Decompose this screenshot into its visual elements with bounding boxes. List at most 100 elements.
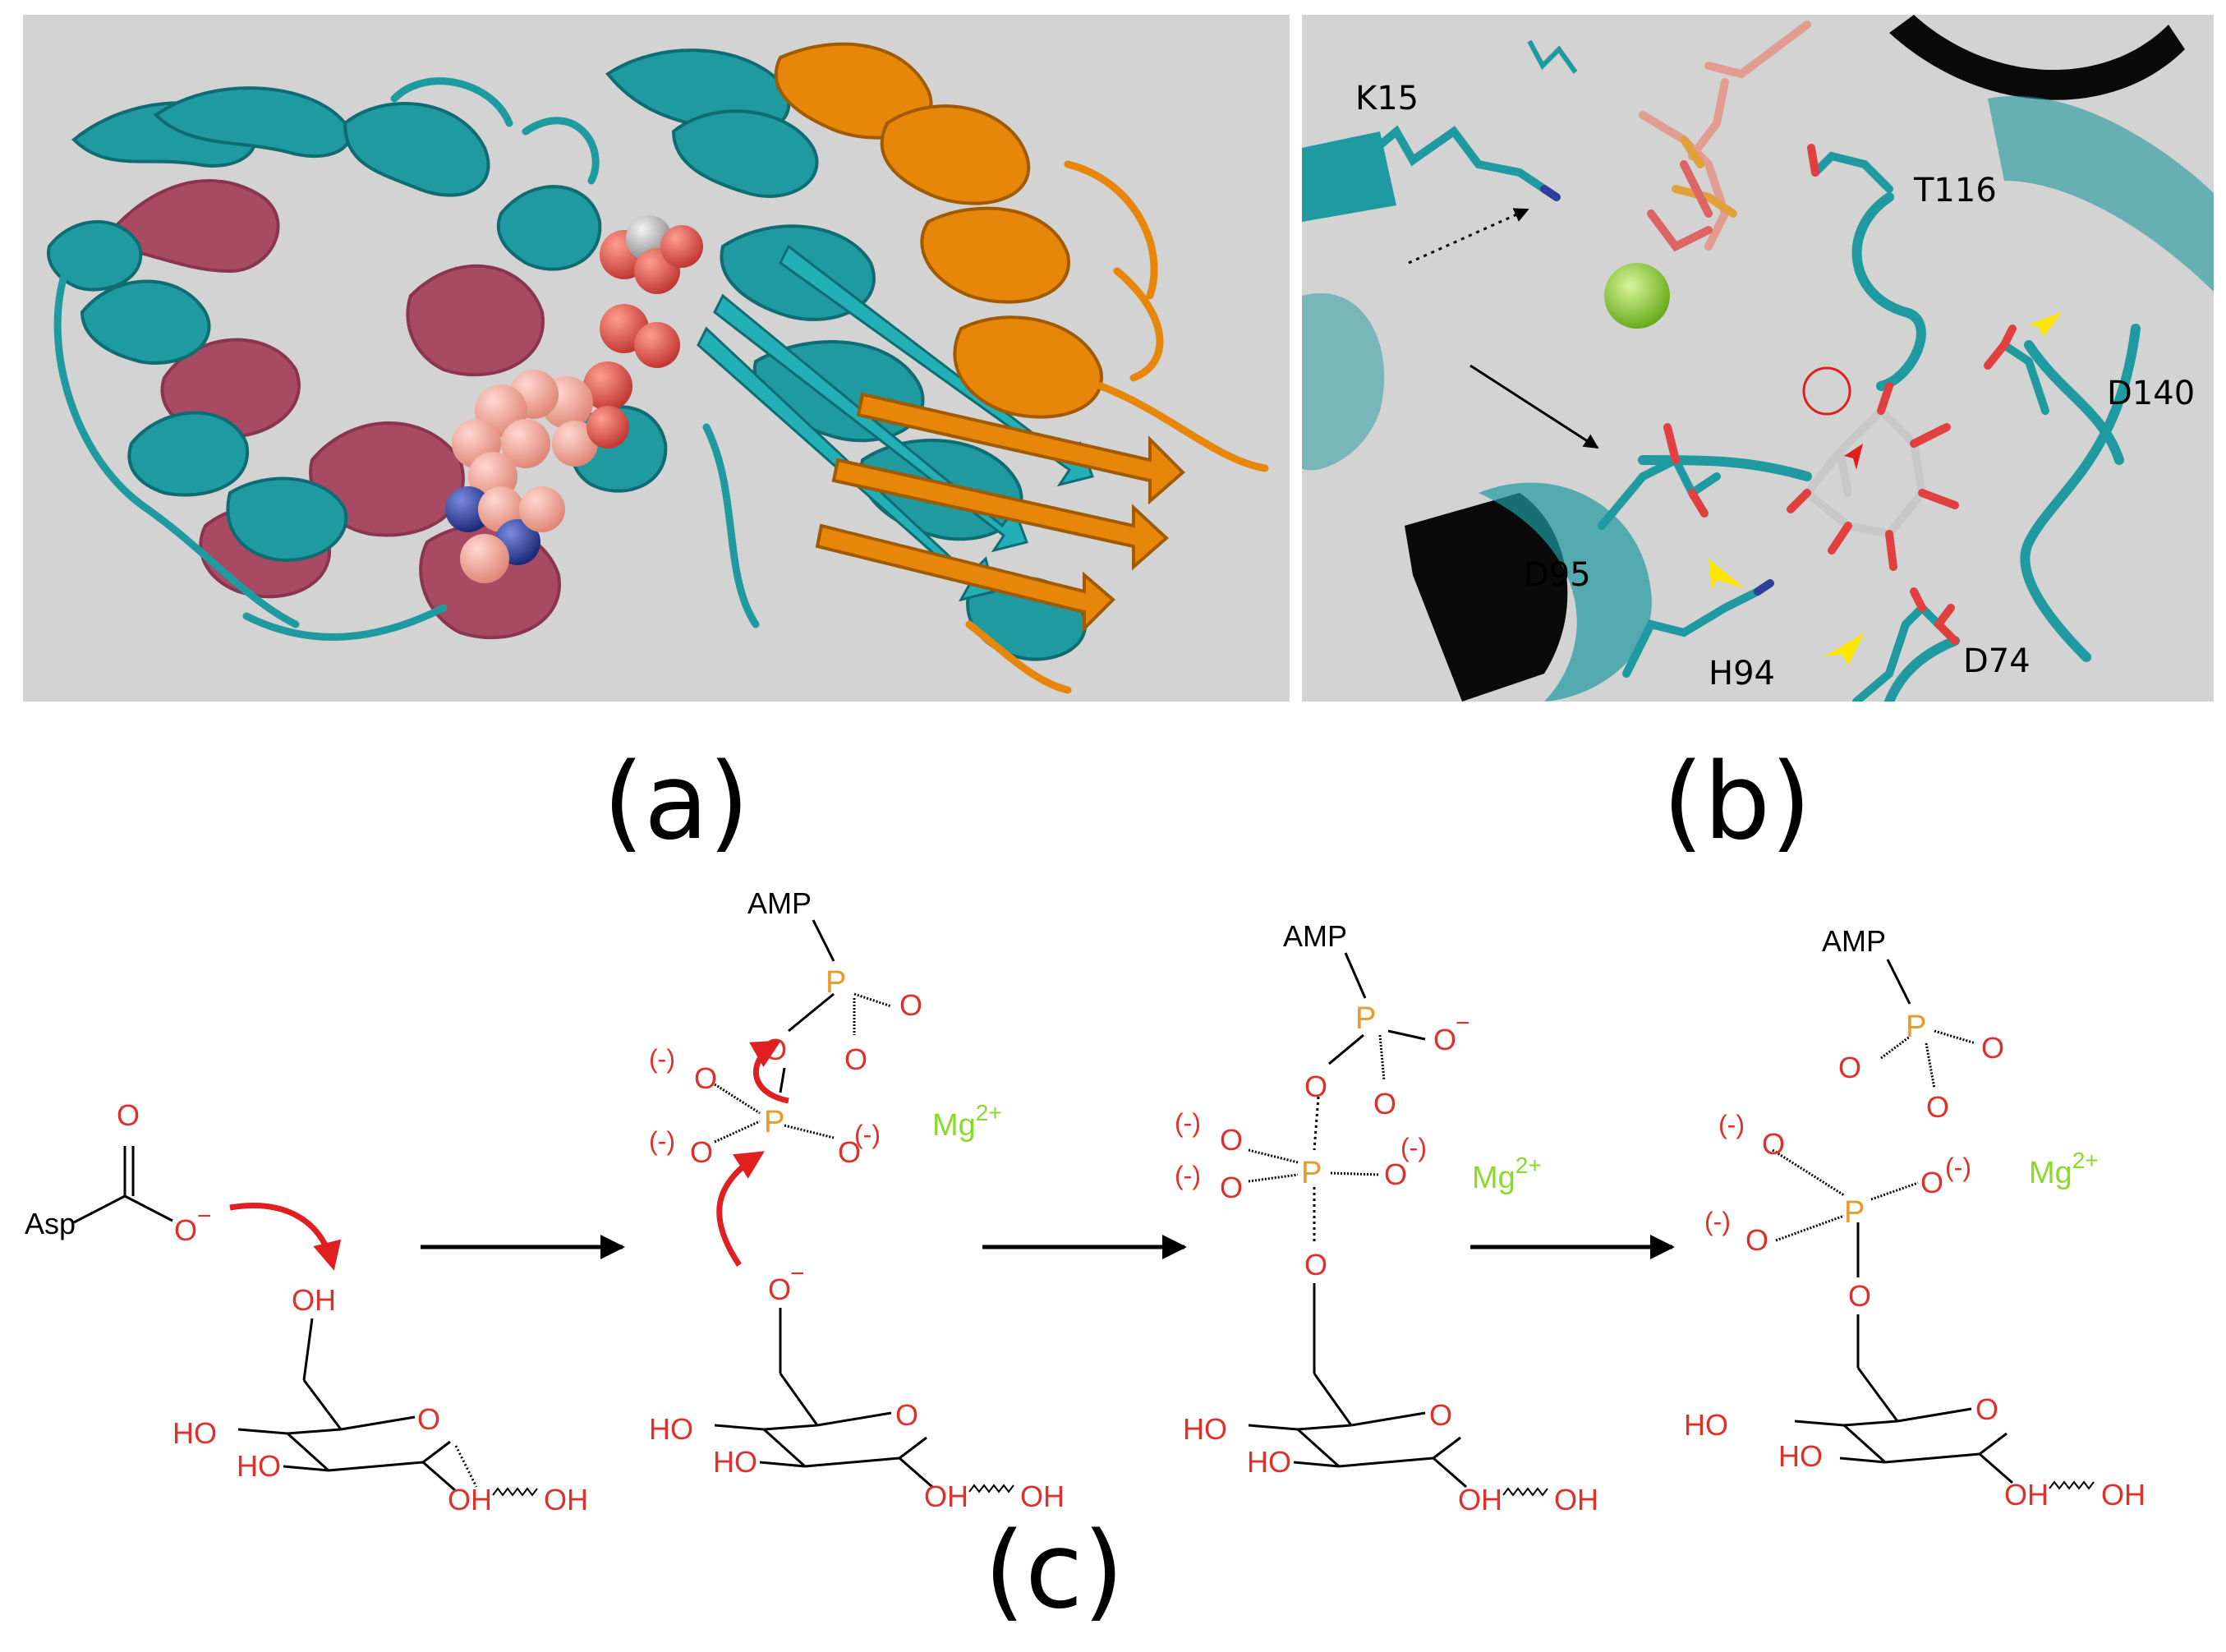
step4-amp: AMP <box>1822 924 1886 958</box>
panel-c-mechanism: Asp O O − OH O HO HO OH OH <box>25 886 2146 1516</box>
step4-ring-o: O <box>1975 1392 1998 1426</box>
loop-coil-5 <box>1884 636 1960 702</box>
panel-a-protein-cartoon <box>23 15 1290 702</box>
step4-structure: AMP P O O O P (-) O (-) O O (-) O Mg <box>1684 924 2146 1512</box>
ribbon-top-right <box>1889 15 2185 100</box>
step4-p1-o-left: O <box>1838 1051 1861 1084</box>
panel-b-active-site: K15 T116 D140 D95 H94 D74 <box>1302 15 2214 702</box>
step3-o-ester: O <box>1304 1248 1327 1282</box>
step2-o-1: O <box>694 1061 717 1095</box>
step3-p2: P <box>1301 1156 1322 1190</box>
step4-mg: Mg2+ <box>2029 1148 2099 1190</box>
step3-oh-1: OH <box>1458 1483 1502 1516</box>
step2-mg: Mg2+ <box>932 1100 1002 1143</box>
k15-sidechain <box>1343 125 1561 201</box>
step3-p1-o-minus: O <box>1433 1023 1456 1056</box>
glucose-sticks <box>1787 382 1959 571</box>
step1-minus: − <box>197 1203 212 1230</box>
loop-coil-2 <box>2020 324 2141 662</box>
mg-ion-sphere <box>1604 263 1670 329</box>
step3-o-1: O <box>1220 1123 1243 1157</box>
step2-oh-2: OH <box>1020 1479 1065 1513</box>
step2-neg-2: (-) <box>649 1126 675 1156</box>
step3-mg: Mg2+ <box>1472 1153 1542 1195</box>
step1-oh-1: OH <box>448 1483 492 1516</box>
step2-red-arrow-top <box>749 1040 789 1104</box>
yellow-arrowhead-d140 <box>2029 312 2062 337</box>
yellow-arrowhead-d74 <box>1824 633 1865 665</box>
teal-left-domain <box>47 86 668 562</box>
d74-sidechain <box>1852 587 1959 702</box>
step1-carbonyl-o: O <box>117 1098 140 1132</box>
step2-p2: P <box>764 1105 784 1139</box>
step4-neg-1: (-) <box>1718 1110 1745 1139</box>
step3-ho-1: HO <box>1183 1412 1227 1446</box>
step1-ho-2: HO <box>237 1449 281 1483</box>
step2-ho-2: HO <box>713 1445 757 1479</box>
label-d95: D95 <box>1524 556 1591 594</box>
step4-p1: P <box>1906 1010 1926 1044</box>
red-arrowhead <box>1844 444 1863 470</box>
label-d74: D74 <box>1963 642 2031 680</box>
step3-neg-3: (-) <box>1400 1133 1427 1162</box>
step3-o-2: O <box>1220 1171 1243 1204</box>
step2-neg-1: (-) <box>649 1044 675 1074</box>
step3-neg-1: (-) <box>1175 1108 1201 1138</box>
step2-ring-o: O <box>895 1398 918 1432</box>
step2-p1-o-right: O <box>899 988 922 1022</box>
d140-sidechain <box>1984 324 2049 415</box>
step2-p1: P <box>826 965 846 1000</box>
step3-ho-2: HO <box>1247 1445 1291 1479</box>
panel-label-a: (a) <box>603 741 749 863</box>
step4-o-1: O <box>1762 1127 1785 1161</box>
step1-red-curved-arrow <box>229 1203 342 1271</box>
step4-p1-o-right: O <box>1981 1031 2004 1065</box>
t116-sidechain <box>1807 144 1893 193</box>
loop-coil-4 <box>2024 340 2124 465</box>
step1-ho-1: HO <box>172 1416 217 1450</box>
step3-p1: P <box>1355 1001 1376 1036</box>
ribbon-left-lower <box>1302 292 1385 471</box>
step3-neg-2: (-) <box>1175 1161 1201 1190</box>
step2-p1-o-down: O <box>844 1042 867 1076</box>
step1-ring-o: O <box>417 1402 440 1436</box>
step4-o-ester: O <box>1848 1279 1871 1313</box>
panel-label-b: (b) <box>1663 741 1811 863</box>
yellow-arrowhead-h94 <box>1709 559 1745 590</box>
step4-ho-2: HO <box>1778 1439 1823 1473</box>
step3-ring-o: O <box>1429 1398 1452 1432</box>
step4-o-3: O <box>1920 1166 1943 1199</box>
step1-structure: Asp O O − OH O HO HO OH OH <box>25 1098 588 1516</box>
step2-red-arrow-bottom <box>716 1151 765 1267</box>
step4-p1-o-down: O <box>1926 1090 1949 1124</box>
loop-coil-3 <box>1638 455 1812 481</box>
label-k15: K15 <box>1355 80 1419 117</box>
orange-domain <box>774 42 1185 633</box>
step4-oh-2: OH <box>2101 1478 2146 1512</box>
step3-bridge-o: O <box>1304 1070 1327 1103</box>
label-d140: D140 <box>2107 375 2195 412</box>
solid-arrow <box>1469 364 1599 449</box>
step2-ho-1: HO <box>649 1412 693 1446</box>
step4-neg-2: (-) <box>1704 1207 1731 1236</box>
step3-structure: AMP P O − O O P (-) O (-) O O (-) <box>1175 919 1598 1516</box>
h94-sidechain <box>1622 579 1774 678</box>
step2-o-2: O <box>690 1135 713 1169</box>
label-h94: H94 <box>1709 655 1775 693</box>
panel-label-c: (c) <box>984 1510 1124 1632</box>
coil-loops <box>53 77 760 641</box>
step1-oh-2: OH <box>544 1483 588 1516</box>
step2-structure: AMP P O O O P (-) O (-) O O (-) Mg2+ <box>649 886 1065 1513</box>
fragment-top <box>1527 39 1578 74</box>
step2-minus: − <box>790 1260 805 1287</box>
step1-oh: OH <box>292 1283 336 1317</box>
dotted-arrow <box>1408 208 1529 265</box>
step4-oh-1: OH <box>2004 1478 2049 1512</box>
step3-p1-o-down: O <box>1373 1087 1396 1121</box>
label-t116: T116 <box>1913 172 1997 209</box>
step2-amp: AMP <box>747 886 812 920</box>
step3-minus: − <box>1456 1010 1470 1037</box>
step2-o-3: O <box>838 1135 861 1169</box>
red-circle-marker <box>1802 366 1851 416</box>
